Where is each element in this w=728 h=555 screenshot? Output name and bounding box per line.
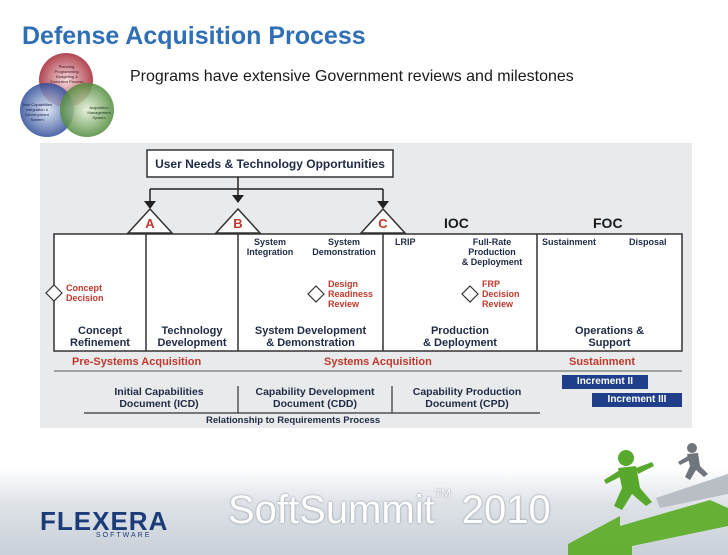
lrip-label: LRIP (395, 237, 416, 247)
venn-circle-left (20, 83, 74, 137)
system-demonstration-label: System Demonstration (312, 237, 376, 257)
flexera-logo-sub: SOFTWARE (96, 532, 152, 539)
venn-label-right: Acquisition Management System (87, 105, 111, 120)
concept-decision-label: Concept Decision (66, 283, 104, 303)
grey-runner-icon (678, 443, 708, 480)
venn-circle-right (60, 83, 114, 137)
user-needs-box: User Needs & Technology Opportunities (155, 157, 385, 171)
doc-cpd: Capability Production Document (CPD) (412, 386, 522, 410)
phase-production-deployment: Production & Deployment (423, 325, 497, 349)
venn-logo: Planning, Programming, Budgeting & Execu… (14, 50, 122, 144)
slide-title: Defense Acquisition Process (22, 22, 366, 50)
venn-label-top: Planning, Programming, Budgeting & Execu… (50, 64, 84, 84)
full-rate-label: Full-Rate Production & Deployment (461, 237, 523, 267)
trademark: TM (434, 488, 451, 500)
flexera-logo: FLEXERA (40, 506, 169, 536)
disposal-label: Disposal (629, 237, 667, 247)
relationship-label: Relationship to Requirements Process (206, 415, 381, 426)
phase-operations-support: Operations & Support (574, 325, 645, 349)
increment-iii: Increment III (592, 393, 682, 407)
milestone-c: C (378, 216, 388, 231)
event-name: SoftSummit (228, 488, 435, 532)
phase-system-development: System Development & Demonstration (254, 325, 367, 349)
doc-icd: Initial Capabilities Document (ICD) (114, 386, 204, 410)
milestone-a: A (145, 216, 155, 231)
running-figures-graphic (568, 443, 728, 555)
frp-decision-review-label: FRP Decision Review (482, 279, 520, 309)
doc-cdd: Capability Development Document (CDD) (255, 386, 375, 410)
sustainment-top-label: Sustainment (542, 237, 597, 247)
phase-concept-refinement: Concept Refinement (70, 325, 130, 349)
slide-subtitle: Programs have extensive Government revie… (130, 68, 574, 85)
milestone-b: B (233, 216, 243, 231)
green-arrow-icon (568, 500, 728, 555)
activity-pre-systems: Pre-Systems Acquisition (72, 356, 202, 368)
ioc-label: IOC (444, 215, 469, 231)
event-year: 2010 (450, 488, 551, 532)
system-integration-label: System Integration (246, 237, 294, 257)
phase-technology-development: Technology Development (157, 325, 227, 349)
increment-ii: Increment II (562, 375, 648, 389)
green-runner-icon (604, 450, 654, 510)
acquisition-diagram: User Needs & Technology Opportunities A … (40, 143, 692, 428)
activity-sustainment: Sustainment (569, 356, 636, 368)
venn-label-left: Joint Capabilities Integration & Develop… (21, 102, 53, 122)
design-readiness-review-label: Design Readiness Review (328, 279, 374, 309)
activity-systems: Systems Acquisition (324, 356, 432, 368)
softsummit-logo: SoftSummitTM 2010 (228, 488, 551, 533)
foc-label: FOC (593, 215, 623, 231)
